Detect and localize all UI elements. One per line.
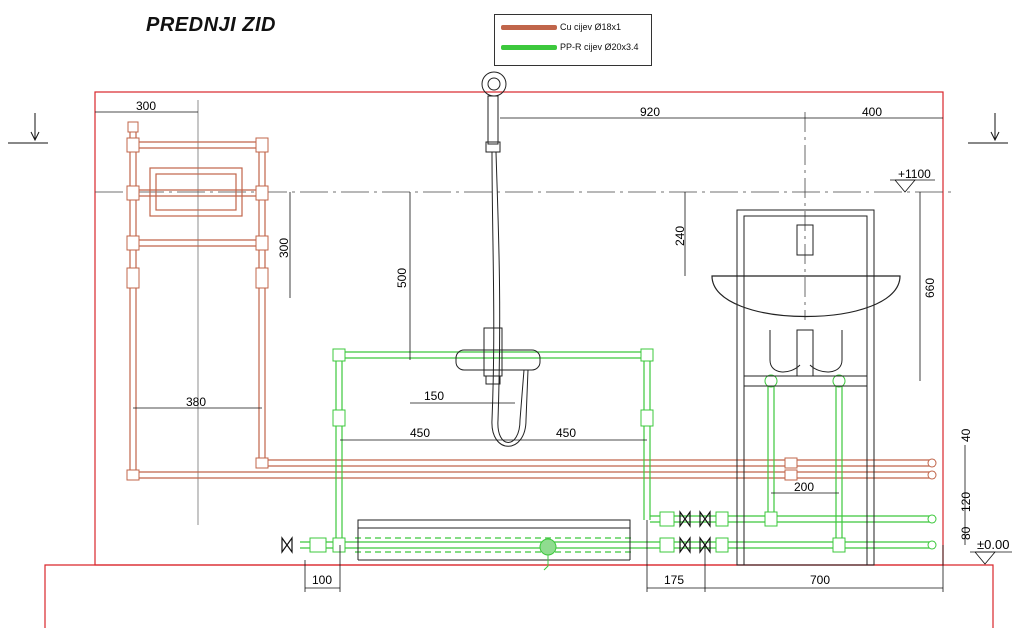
shower-tray: [357, 519, 631, 571]
level-top: +1100: [898, 167, 931, 181]
legend-item-ppr: PP-R cijev Ø20x3.4: [501, 41, 639, 53]
floor-outline: [44, 564, 994, 628]
copper-fittings: [126, 121, 937, 481]
dim-660: 660: [923, 278, 937, 298]
dim-700: 700: [810, 573, 830, 587]
dim-450-left: 450: [410, 426, 430, 440]
drawing-title: PREDNJI ZID: [146, 14, 276, 36]
legend-swatch-ppr: [501, 44, 557, 50]
legend-box: Cu cijev Ø18x1 PP-R cijev Ø20x3.4: [494, 14, 652, 66]
dim-40: 40: [959, 428, 973, 442]
dim-150: 150: [424, 389, 444, 403]
dim-175: 175: [664, 573, 684, 587]
dim-400: 400: [862, 105, 882, 119]
dim-450-right: 450: [556, 426, 576, 440]
dim-380: 380: [186, 395, 206, 409]
dim-200: 200: [794, 480, 814, 494]
dim-920: 920: [640, 105, 660, 119]
legend-item-copper: Cu cijev Ø18x1: [501, 21, 621, 33]
section-marker-right: [968, 113, 1008, 144]
legend-swatch-copper: [501, 24, 557, 30]
legend-label-ppr: PP-R cijev Ø20x3.4: [560, 42, 639, 52]
dim-300-top: 300: [136, 99, 156, 113]
ppr-fittings: [309, 348, 937, 556]
shutoff-valves: [281, 510, 711, 554]
sink-frame: [711, 209, 901, 566]
dim-300-vertical: 300: [277, 238, 291, 258]
dim-240: 240: [673, 226, 687, 246]
legend-label-copper: Cu cijev Ø18x1: [560, 22, 622, 32]
shower-set: [455, 71, 541, 447]
level-floor: ±0.00: [977, 537, 1009, 552]
dimension-lines: [95, 111, 1012, 592]
copper-pipes: [129, 125, 935, 479]
section-marker-left: [8, 113, 48, 144]
dim-80: 80: [959, 526, 973, 540]
dim-120: 120: [959, 492, 973, 512]
dim-500: 500: [395, 268, 409, 288]
wall-outline: [94, 91, 944, 566]
dim-100: 100: [312, 573, 332, 587]
ppr-pipes: [300, 351, 935, 553]
